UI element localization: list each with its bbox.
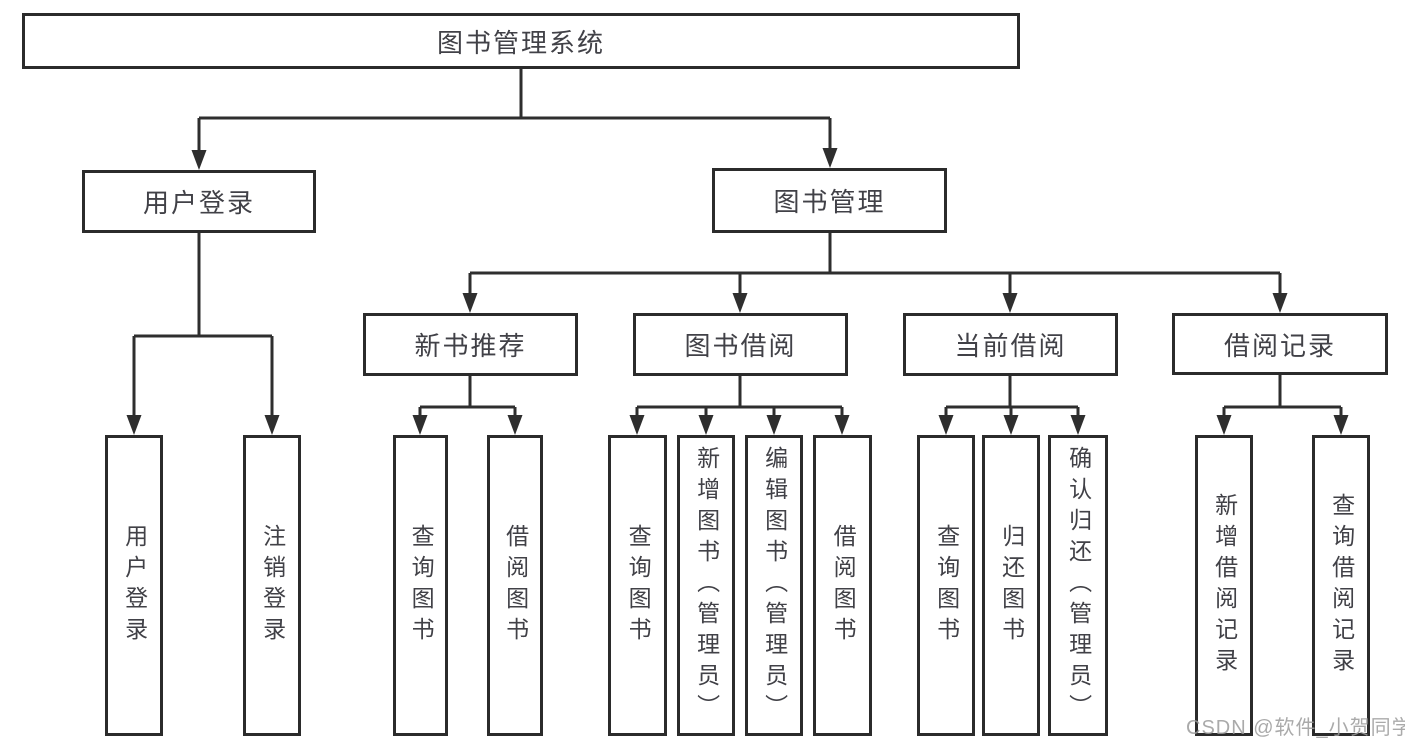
node-borrow-record: 借阅记录	[1172, 313, 1388, 375]
leaf-current-return-book: 归还图书	[982, 435, 1040, 736]
node-book-borrow: 图书借阅	[633, 313, 848, 376]
arrow-down-icon	[126, 415, 142, 435]
leaf-record-add: 新增借阅记录	[1195, 435, 1253, 736]
arrow-down-icon	[1216, 415, 1232, 435]
arrow-down-icon	[1070, 415, 1086, 435]
arrow-down-icon	[462, 293, 478, 313]
leaf-record-query: 查询借阅记录	[1312, 435, 1370, 736]
leaf-rec-borrow-book-label: 借阅图书	[502, 523, 529, 648]
csdn-watermark: CSDN @软件_小贺同学	[1186, 717, 1405, 739]
arrow-down-icon	[264, 415, 280, 435]
arrow-down-icon	[507, 415, 523, 435]
leaf-logout: 注销登录	[243, 435, 301, 736]
node-book-manage: 图书管理	[712, 168, 947, 233]
node-new-book-recommend-label: 新书推荐	[414, 331, 527, 361]
node-root: 图书管理系统	[22, 13, 1020, 69]
node-user-login: 用户登录	[82, 170, 316, 233]
node-root-label: 图书管理系统	[436, 27, 605, 58]
leaf-current-query-book-label: 查询图书	[933, 523, 960, 648]
leaf-current-return-book-label: 归还图书	[998, 523, 1025, 648]
arrow-down-icon	[698, 415, 714, 435]
arrow-down-icon	[938, 415, 954, 435]
leaf-user-login: 用户登录	[105, 435, 163, 736]
arrow-down-icon	[1272, 293, 1288, 313]
leaf-rec-borrow-book: 借阅图书	[487, 435, 543, 736]
node-current-borrow-label: 当前借阅	[954, 331, 1067, 361]
leaf-borrow-borrow-book-label: 借阅图书	[830, 523, 857, 648]
node-borrow-record-label: 借阅记录	[1223, 330, 1336, 361]
node-book-borrow-label: 图书借阅	[684, 331, 797, 361]
leaf-user-login-label: 用户登录	[121, 523, 148, 648]
leaf-borrow-edit-book-admin: 编辑图书（管理员）	[745, 435, 803, 736]
leaf-current-confirm-return-admin: 确认归还（管理员）	[1048, 435, 1108, 736]
arrow-down-icon	[412, 415, 428, 435]
leaf-record-query-label: 查询借阅记录	[1328, 492, 1355, 679]
node-book-manage-label: 图书管理	[773, 187, 886, 217]
arrow-down-icon	[1003, 415, 1019, 435]
leaf-borrow-query-book: 查询图书	[608, 435, 667, 736]
leaf-borrow-add-book-admin-label: 新增图书（管理员）	[693, 446, 720, 725]
leaf-current-confirm-return-admin-label: 确认归还（管理员）	[1065, 446, 1092, 725]
arrow-down-icon	[1002, 293, 1018, 313]
arrow-down-icon	[766, 415, 782, 435]
node-user-login-label: 用户登录	[142, 188, 255, 218]
arrow-down-icon	[822, 148, 838, 168]
leaf-record-add-label: 新增借阅记录	[1211, 492, 1238, 679]
leaf-rec-query-book: 查询图书	[393, 435, 448, 736]
arrow-down-icon	[834, 415, 850, 435]
arrow-down-icon	[732, 293, 748, 313]
arrow-down-icon	[1333, 415, 1349, 435]
leaf-borrow-add-book-admin: 新增图书（管理员）	[677, 435, 735, 736]
node-current-borrow: 当前借阅	[903, 313, 1118, 376]
leaf-current-query-book: 查询图书	[917, 435, 975, 736]
leaf-borrow-edit-book-admin-label: 编辑图书（管理员）	[761, 446, 788, 725]
arrow-down-icon	[629, 415, 645, 435]
leaf-rec-query-book-label: 查询图书	[408, 523, 435, 648]
arrow-down-icon	[191, 150, 207, 170]
leaf-borrow-query-book-label: 查询图书	[625, 523, 652, 648]
leaf-borrow-borrow-book: 借阅图书	[813, 435, 872, 736]
leaf-logout-label: 注销登录	[259, 523, 286, 648]
node-new-book-recommend: 新书推荐	[363, 313, 578, 376]
